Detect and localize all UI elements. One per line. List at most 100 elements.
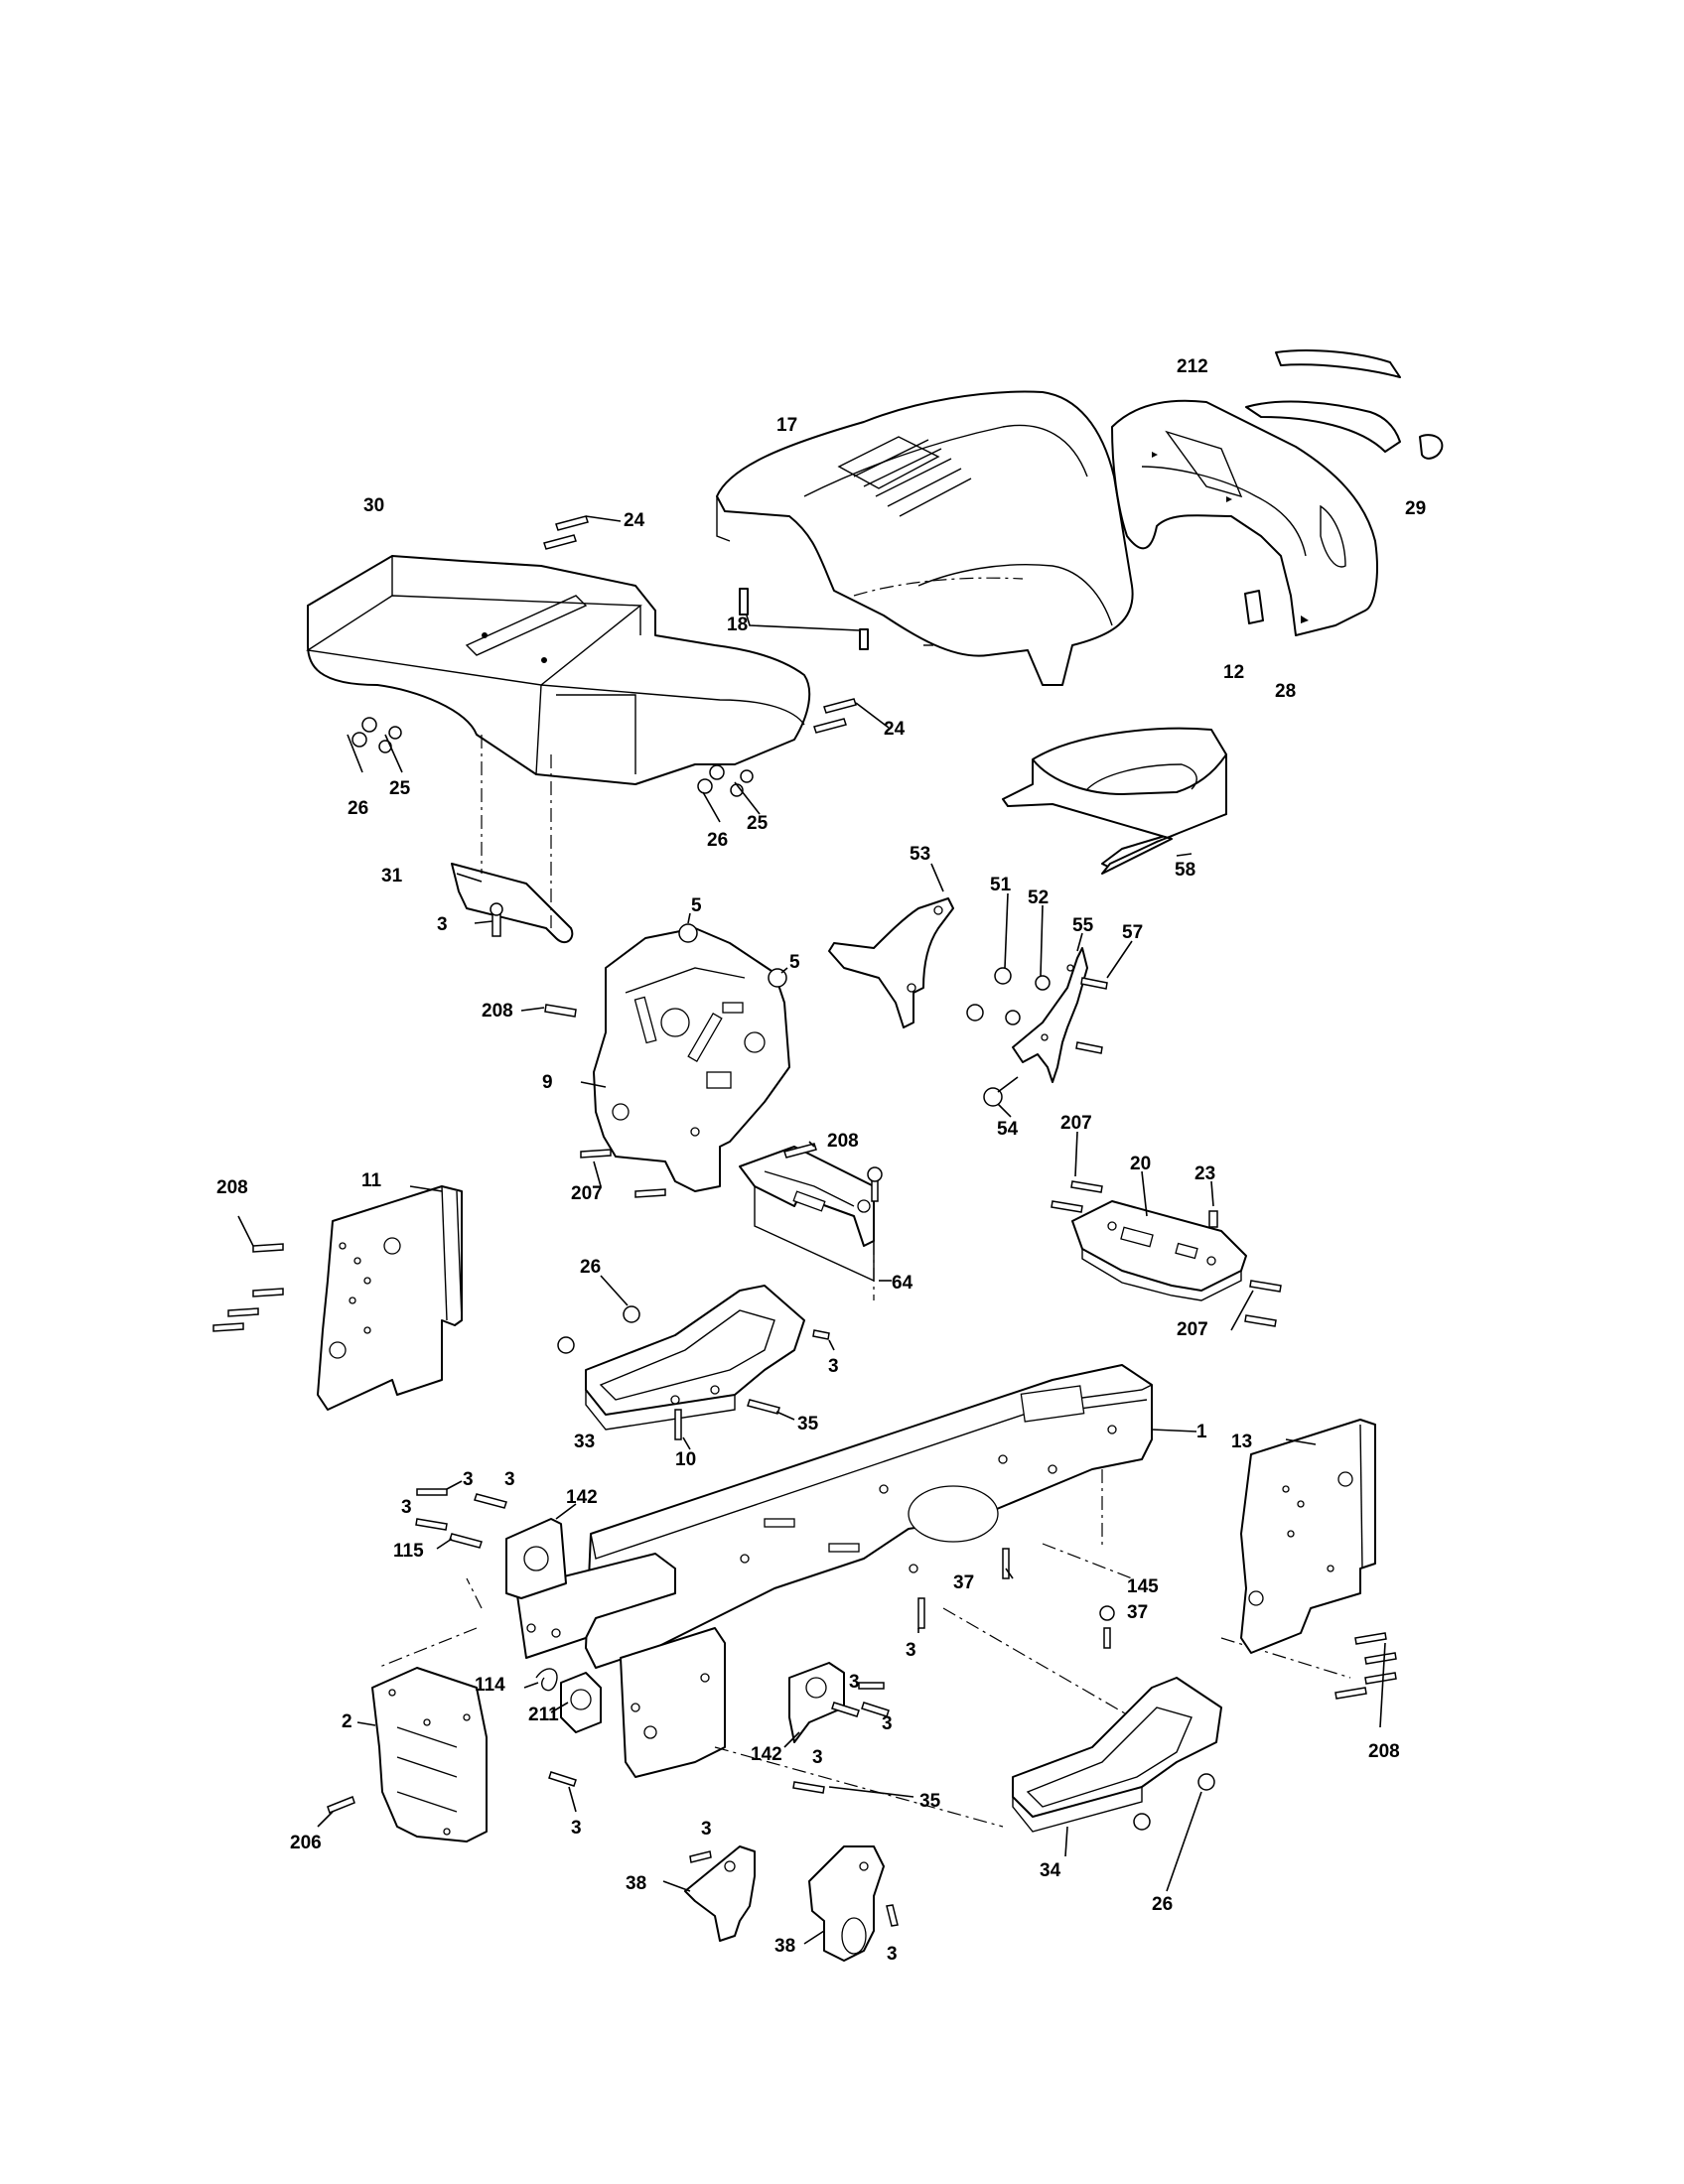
callout-18: 18 (727, 614, 748, 635)
callout-20: 20 (1130, 1154, 1151, 1174)
callout-17: 17 (776, 415, 797, 436)
callout-10: 10 (675, 1449, 696, 1470)
callout-208: 208 (216, 1177, 248, 1198)
bolt-part-207-b (1051, 1131, 1103, 1213)
bolt-part-24-right (813, 698, 890, 734)
callout-114: 114 (475, 1675, 505, 1696)
footrest-part-34 (1012, 1677, 1222, 1857)
footrest-part-33 (585, 1285, 805, 1431)
callout-64: 64 (892, 1273, 913, 1294)
callout-3: 3 (882, 1713, 893, 1734)
callout-58: 58 (1175, 860, 1195, 881)
callout-52: 52 (1028, 887, 1049, 908)
callout-3: 3 (571, 1818, 582, 1839)
plate-part-20 (1071, 1170, 1247, 1301)
frame-part-1 (585, 1364, 1197, 1669)
bracket-part-142-a (505, 1503, 577, 1599)
decal-part-12 (1244, 590, 1264, 624)
callout-38: 38 (774, 1936, 795, 1957)
bolt-part-208-a (520, 1004, 577, 1018)
bolt-part-3-b (812, 1329, 835, 1351)
bolt-part-35-b (792, 1781, 914, 1798)
callout-3: 3 (849, 1672, 860, 1693)
bolt-part-115 (436, 1533, 483, 1550)
callout-5: 5 (789, 952, 800, 973)
plate-part-2 (356, 1667, 488, 1843)
callout-26: 26 (707, 830, 728, 851)
panel-part-9 (580, 927, 790, 1192)
callout-208: 208 (1368, 1741, 1400, 1762)
callout-38: 38 (626, 1873, 646, 1894)
bracket-part-38-a (662, 1845, 756, 1942)
callout-3: 3 (437, 914, 448, 935)
bolt-part-37-145 (1002, 1543, 1133, 1649)
callout-9: 9 (542, 1072, 553, 1093)
callout-26: 26 (1152, 1894, 1173, 1915)
callout-51: 51 (990, 875, 1012, 895)
panel-part-13 (1240, 1419, 1376, 1654)
callout-26: 26 (348, 798, 368, 819)
callout-26: 26 (580, 1257, 601, 1278)
nut-part-5-a (678, 912, 698, 943)
callout-207: 207 (1177, 1319, 1208, 1340)
callout-2: 2 (342, 1711, 352, 1732)
hardware-part-25-26-left (347, 717, 403, 773)
callout-142: 142 (751, 1744, 782, 1765)
callout-24: 24 (624, 510, 645, 531)
hardware-part-51-52 (966, 892, 1051, 1025)
callout-labels: 17 212 29 30 24 18 12 28 24 25 26 26 25 … (216, 356, 1426, 1965)
callout-3: 3 (463, 1469, 474, 1490)
callout-23: 23 (1194, 1163, 1215, 1184)
callout-11: 11 (361, 1170, 382, 1191)
callout-142: 142 (566, 1487, 598, 1508)
bracket-part-31 (451, 735, 574, 944)
bolt-part-24-upper (543, 515, 622, 550)
callout-28: 28 (1275, 681, 1296, 702)
bolt-part-208-d (1334, 1632, 1397, 1728)
callout-206: 206 (290, 1833, 322, 1853)
callout-212: 212 (1177, 356, 1208, 377)
hardware-part-25-26-right (697, 764, 761, 823)
bolt-part-10 (674, 1409, 691, 1450)
bolt-part-208-c (212, 1215, 284, 1332)
callout-12: 12 (1223, 662, 1244, 683)
callout-3: 3 (828, 1356, 839, 1377)
shroud-part-58 (1002, 727, 1227, 875)
callout-145: 145 (1127, 1576, 1159, 1597)
callout-29: 29 (1405, 498, 1426, 519)
callout-13: 13 (1231, 1432, 1252, 1452)
bolt-part-57 (1075, 940, 1133, 1054)
hardware-part-26-d (1133, 1773, 1215, 1892)
spring-part-114 (523, 1668, 558, 1692)
bolt-part-3-fghi (831, 1597, 925, 1717)
bolt-part-3-cde (415, 1480, 507, 1531)
callout-25: 25 (747, 813, 769, 834)
trim-part-212 (1245, 349, 1401, 453)
bolt-part-23 (1208, 1180, 1218, 1228)
decal-part-18 (739, 588, 869, 650)
knob-part-54 (983, 1076, 1019, 1118)
callout-31: 31 (381, 866, 403, 887)
callout-24: 24 (884, 719, 906, 740)
bracket-part-142-b (783, 1662, 845, 1748)
callout-34: 34 (1040, 1860, 1061, 1881)
panel-part-11 (317, 1185, 463, 1411)
callout-55: 55 (1072, 915, 1094, 936)
assembly-guides (376, 1469, 1351, 1828)
callout-3: 3 (701, 1819, 712, 1840)
callout-33: 33 (574, 1432, 595, 1452)
callout-211: 211 (528, 1705, 559, 1725)
fender-part-30 (306, 555, 811, 785)
bracket-part-38-b (803, 1845, 899, 1962)
bracket-part-55 (1012, 932, 1088, 1083)
callout-3: 3 (887, 1944, 898, 1965)
bracket-part-64 (739, 1146, 892, 1300)
callout-207: 207 (1060, 1113, 1092, 1134)
bolt-part-35-a (747, 1399, 795, 1421)
nut-part-5-b (768, 967, 788, 988)
hardware-part-26-c (557, 1275, 640, 1354)
bolt-part-3-a (474, 902, 503, 937)
bolt-part-207-c (1230, 1280, 1282, 1331)
grille-part-28 (1111, 399, 1378, 636)
